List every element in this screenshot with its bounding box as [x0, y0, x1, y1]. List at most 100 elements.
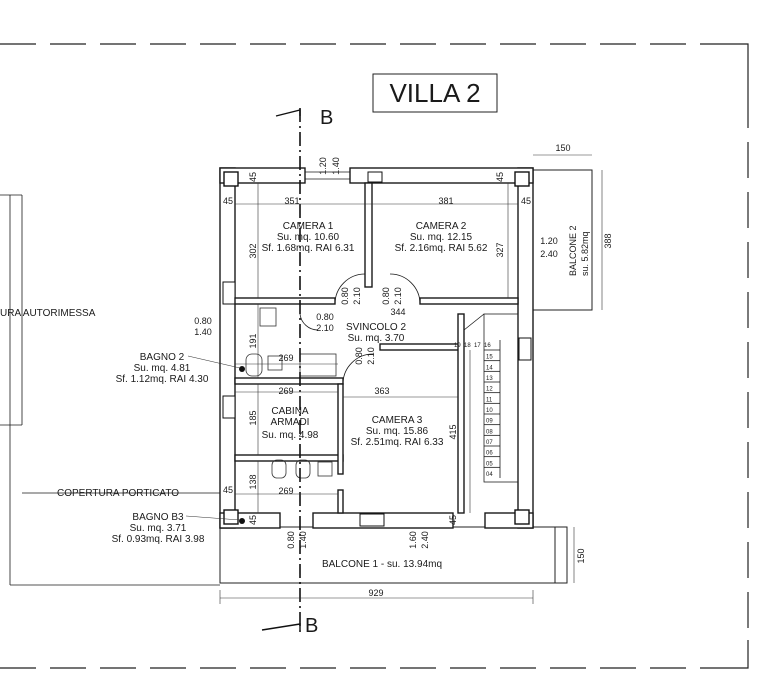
w-140-f: 1.40 — [298, 531, 308, 549]
camera1-name: CAMERA 1 — [283, 221, 334, 232]
stair-number: 05 — [486, 461, 493, 467]
dim-381: 381 — [438, 196, 453, 206]
svincolo-name: SVINCOLO 2 — [346, 322, 406, 333]
cabina-name1: CABINA — [271, 406, 309, 417]
plan-title: VILLA 2 — [389, 78, 480, 108]
dim-302: 302 — [248, 243, 258, 258]
pillars — [222, 171, 532, 527]
camera1-su: Su. mq. 10.60 — [277, 232, 340, 243]
left-context — [0, 194, 220, 586]
section-bottom-label: B — [305, 615, 318, 637]
fixtures — [239, 307, 337, 524]
top-openings — [305, 171, 350, 180]
stair-number: 07 — [486, 440, 493, 446]
room-cabina: CABINA ARMADI Su. mq. 4.98 — [262, 406, 319, 441]
dim-363: 363 — [374, 386, 389, 396]
balcone-2 — [531, 169, 593, 311]
dim-269-c: 269 — [278, 486, 293, 496]
stair-number: 14 — [486, 365, 493, 371]
stair-number: 09 — [486, 419, 493, 425]
stair-number: 16 — [484, 343, 491, 349]
room-bagno2: BAGNO 2 Su. mq. 4.81 Sf. 1.12mq. RAI 4.3… — [116, 352, 241, 385]
bagno2-su: Su. mq. 4.81 — [134, 363, 191, 374]
w-120: 1.20 — [318, 157, 328, 175]
dim-415: 415 — [448, 424, 458, 439]
w-140-top: 1.40 — [331, 157, 341, 175]
w-080-b: 0.80 — [316, 312, 334, 322]
stair-number: 12 — [486, 387, 493, 393]
autorimessa-label: URA AUTORIMESSA — [0, 308, 96, 319]
stair-number: 17 — [474, 343, 481, 349]
dim-45-e: 45 — [495, 172, 505, 182]
door-swings — [299, 273, 421, 385]
room-bagnob3: BAGNO B3 Su. mq. 3.71 Sf. 0.93mq. RAI 3.… — [112, 512, 241, 545]
stair-number: 11 — [486, 397, 493, 403]
porticato-label: COPERTURA PORTICATO — [57, 488, 179, 499]
stair-number: 06 — [486, 451, 493, 457]
stair-number: 10 — [486, 408, 493, 414]
room-camera2: CAMERA 2 Su. mq. 12.15 Sf. 2.16mq. RAI 5… — [395, 221, 488, 254]
w-080-a: 0.80 — [194, 316, 212, 326]
dimension-texts-vertical: 302 327 388 191 185 415 138 150 45 45 45… — [248, 157, 613, 563]
w-080-d: 0.80 — [381, 287, 391, 305]
dim-929: 929 — [368, 588, 383, 598]
w-210-e: 2.10 — [366, 347, 376, 365]
w-160: 1.60 — [408, 531, 418, 549]
dim-351: 351 — [284, 196, 299, 206]
balcone1-label: BALCONE 1 - su. 13.94mq — [322, 559, 442, 570]
balcone-1 — [219, 526, 568, 584]
dim-185: 185 — [248, 410, 258, 425]
camera3-su: Su. mq. 15.86 — [366, 426, 429, 437]
sheet-frame — [0, 43, 749, 669]
title-box — [372, 73, 498, 113]
dim-138: 138 — [248, 474, 258, 489]
internal-walls — [234, 182, 519, 514]
camera3-sf: Sf. 2.51mq. RAI 6.33 — [351, 437, 444, 448]
bagnob3-sf: Sf. 0.93mq. RAI 3.98 — [112, 534, 205, 545]
stair-number: 15 — [486, 355, 493, 361]
bagnob3-su: Su. mq. 3.71 — [130, 523, 187, 534]
dimension-lines — [219, 154, 603, 604]
dim-45-a: 45 — [223, 196, 233, 206]
stair-number: 19 — [454, 343, 461, 349]
balcone2-area: su. 5.82mq — [580, 231, 590, 276]
room-camera3: CAMERA 3 Su. mq. 15.86 Sf. 2.51mq. RAI 6… — [351, 415, 444, 448]
w-080-f: 0.80 — [286, 531, 296, 549]
dim-150-top: 150 — [555, 143, 570, 153]
w-210-d: 2.10 — [393, 287, 403, 305]
bagno2-name: BAGNO 2 — [140, 352, 185, 363]
stair-number: 04 — [486, 472, 493, 478]
w-080-c: 0.80 — [340, 287, 350, 305]
dim-150-right: 150 — [576, 548, 586, 563]
dim-269-b: 269 — [278, 386, 293, 396]
w-080-e: 0.80 — [354, 347, 364, 365]
dim-191: 191 — [248, 333, 258, 348]
dim-327: 327 — [495, 242, 505, 257]
dim-45-g: 45 — [448, 515, 458, 525]
bagno2-sf: Sf. 1.12mq. RAI 4.30 — [116, 374, 209, 385]
w-240: 2.40 — [540, 249, 558, 259]
external-walls — [219, 167, 534, 529]
dim-269-a: 269 — [278, 353, 293, 363]
camera2-sf: Sf. 2.16mq. RAI 5.62 — [395, 243, 488, 254]
w-210-c: 2.10 — [352, 287, 362, 305]
camera3-name: CAMERA 3 — [372, 415, 423, 426]
dim-45-c: 45 — [223, 485, 233, 495]
stair-number: 13 — [486, 376, 493, 382]
section-top-label: B — [320, 107, 333, 129]
stair-number: 18 — [464, 343, 471, 349]
w-140-a: 1.40 — [194, 327, 212, 337]
stair-number: 08 — [486, 429, 493, 435]
dim-45-d: 45 — [248, 172, 258, 182]
bagnob3-name: BAGNO B3 — [132, 512, 184, 523]
dim-45-b: 45 — [521, 196, 531, 206]
section-line — [261, 108, 301, 632]
dim-344: 344 — [390, 307, 405, 317]
cabina-su: Su. mq. 4.98 — [262, 430, 319, 441]
room-svincolo: SVINCOLO 2 Su. mq. 3.70 — [346, 322, 406, 344]
dim-388: 388 — [603, 233, 613, 248]
room-camera1: CAMERA 1 Su. mq. 10.60 Sf. 1.68mq. RAI 6… — [262, 221, 355, 254]
w-120b: 1.20 — [540, 236, 558, 246]
